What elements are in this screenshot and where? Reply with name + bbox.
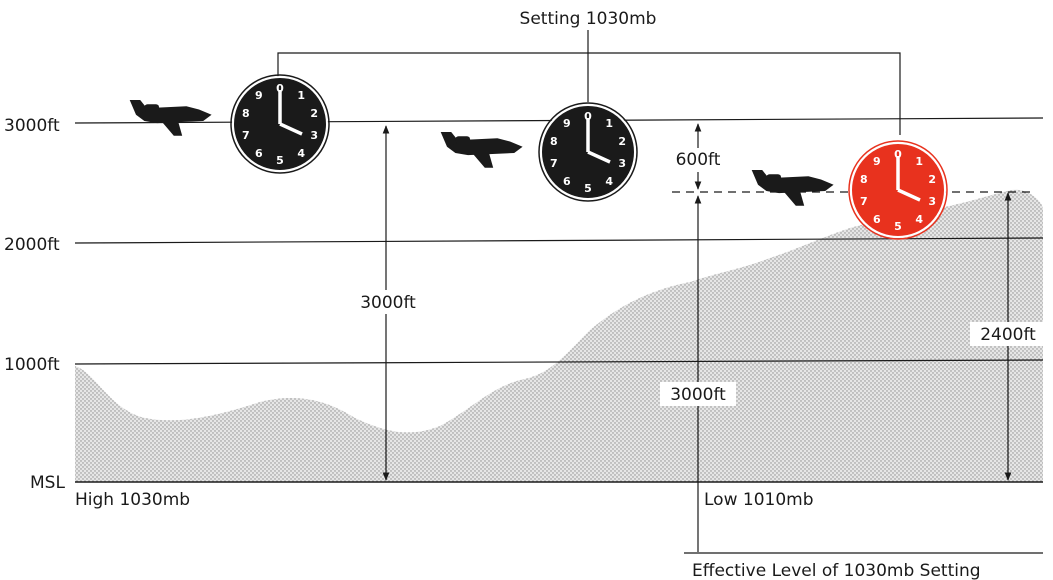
dial-number: 6	[873, 213, 881, 226]
dial-number: 9	[255, 89, 263, 102]
dial-number: 8	[550, 135, 558, 148]
dial-number: 2	[928, 173, 936, 186]
dial-number: 9	[873, 155, 881, 168]
measure-right-label: 2400ft	[980, 325, 1036, 345]
dial-number: 8	[242, 107, 250, 120]
effective-level-label: Effective Level of 1030mb Setting	[692, 561, 981, 580]
line-1000ft	[74, 359, 1044, 365]
dial-needle	[279, 122, 303, 136]
dial-number: 6	[255, 147, 263, 160]
altitude-label-msl: MSL	[30, 473, 65, 493]
dial-number: 7	[860, 195, 868, 208]
aircraft-icon	[129, 100, 212, 136]
altitude-label-2000: 2000ft	[4, 235, 60, 255]
line-2000ft	[74, 237, 1044, 244]
dial-number: 0	[276, 82, 284, 95]
dial-number: 2	[310, 107, 318, 120]
dial-number: 2	[618, 135, 626, 148]
dial-number: 3	[618, 157, 626, 170]
dial-number: 0	[894, 148, 902, 161]
pressure-low: Low 1010mb	[704, 490, 814, 510]
dial-number: 0	[584, 110, 592, 123]
dial-number: 9	[563, 117, 571, 130]
dial-number: 7	[242, 129, 250, 142]
dial-number: 1	[605, 117, 613, 130]
dial-number: 6	[563, 175, 571, 188]
dial-number: 3	[310, 129, 318, 142]
dial-number: 8	[860, 173, 868, 186]
aircraft-icon	[751, 170, 834, 206]
dial-needle	[897, 188, 921, 202]
pressure-high: High 1030mb	[75, 490, 190, 510]
dial-number: 5	[584, 182, 592, 195]
dial-number: 4	[605, 175, 613, 188]
dial-number: 3	[928, 195, 936, 208]
dial-number: 5	[894, 220, 902, 233]
terrain	[75, 189, 1043, 482]
dial-number: 5	[276, 154, 284, 167]
dial-number: 4	[915, 213, 923, 226]
setting-bracket	[277, 52, 901, 135]
setting-title: Setting 1030mb	[520, 9, 657, 29]
dial-number: 4	[297, 147, 305, 160]
dial-number: 7	[550, 157, 558, 170]
altitude-label-1000: 1000ft	[4, 355, 60, 375]
altitude-label-3000: 3000ft	[4, 116, 60, 136]
measure-error-label: 600ft	[676, 150, 721, 170]
aircraft-icon	[440, 132, 523, 168]
measure-left-label: 3000ft	[360, 293, 416, 313]
dial-number: 1	[915, 155, 923, 168]
dial-number: 1	[297, 89, 305, 102]
measure-mid-label: 3000ft	[670, 385, 726, 405]
dial-needle	[587, 150, 611, 164]
